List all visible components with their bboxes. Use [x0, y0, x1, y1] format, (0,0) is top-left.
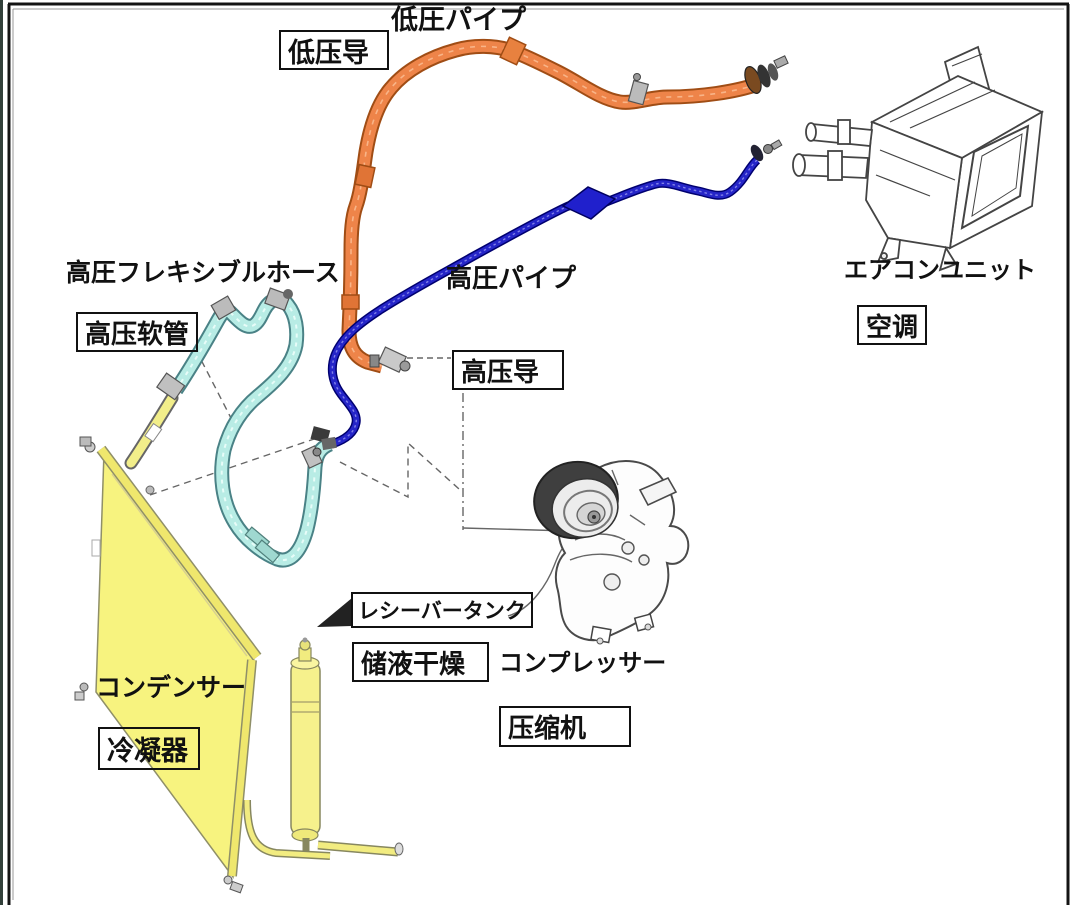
label-high-pressure-pipe-cn: 高压导 [452, 350, 564, 390]
receiver-tank-graphic [243, 637, 404, 860]
label-flexible-hose-cn: 高压软管 [76, 312, 199, 352]
compressor-graphic [533, 460, 690, 645]
label-receiver-tank-jp: レシーバータンク [351, 592, 533, 628]
low-pressure-pipe-graphic [341, 36, 789, 374]
label-compressor-cn: 压缩机 [499, 706, 631, 747]
label-compressor-jp: コンプレッサー [499, 649, 667, 677]
label-receiver-tank-cn: 储液干燥 [352, 642, 489, 682]
flexible-hose-graphic [155, 287, 334, 568]
high-pressure-pipe-graphic [327, 139, 783, 449]
receiver-tank-arrow [317, 598, 352, 627]
label-ac-unit-cn: 空调 [857, 305, 928, 345]
pipe-junction-fittings [310, 346, 411, 457]
label-low-pressure-pipe-cn: 低压导 [279, 30, 389, 70]
label-ac-unit-jp: エアコンユニット [844, 256, 1036, 284]
label-high-pressure-pipe-jp: 高圧パイプ [446, 264, 577, 294]
ac-unit-graphic [792, 45, 1045, 272]
label-condenser-jp: コンデンサー [96, 673, 247, 702]
label-low-pressure-pipe-jp: 低圧パイプ [391, 5, 526, 36]
condenser-graphic [74, 436, 262, 894]
label-condenser-cn: 冷凝器 [98, 727, 200, 770]
condenser-inlet-pipe [124, 391, 179, 470]
label-flexible-hose-jp: 高圧フレキシブルホース [66, 258, 340, 287]
